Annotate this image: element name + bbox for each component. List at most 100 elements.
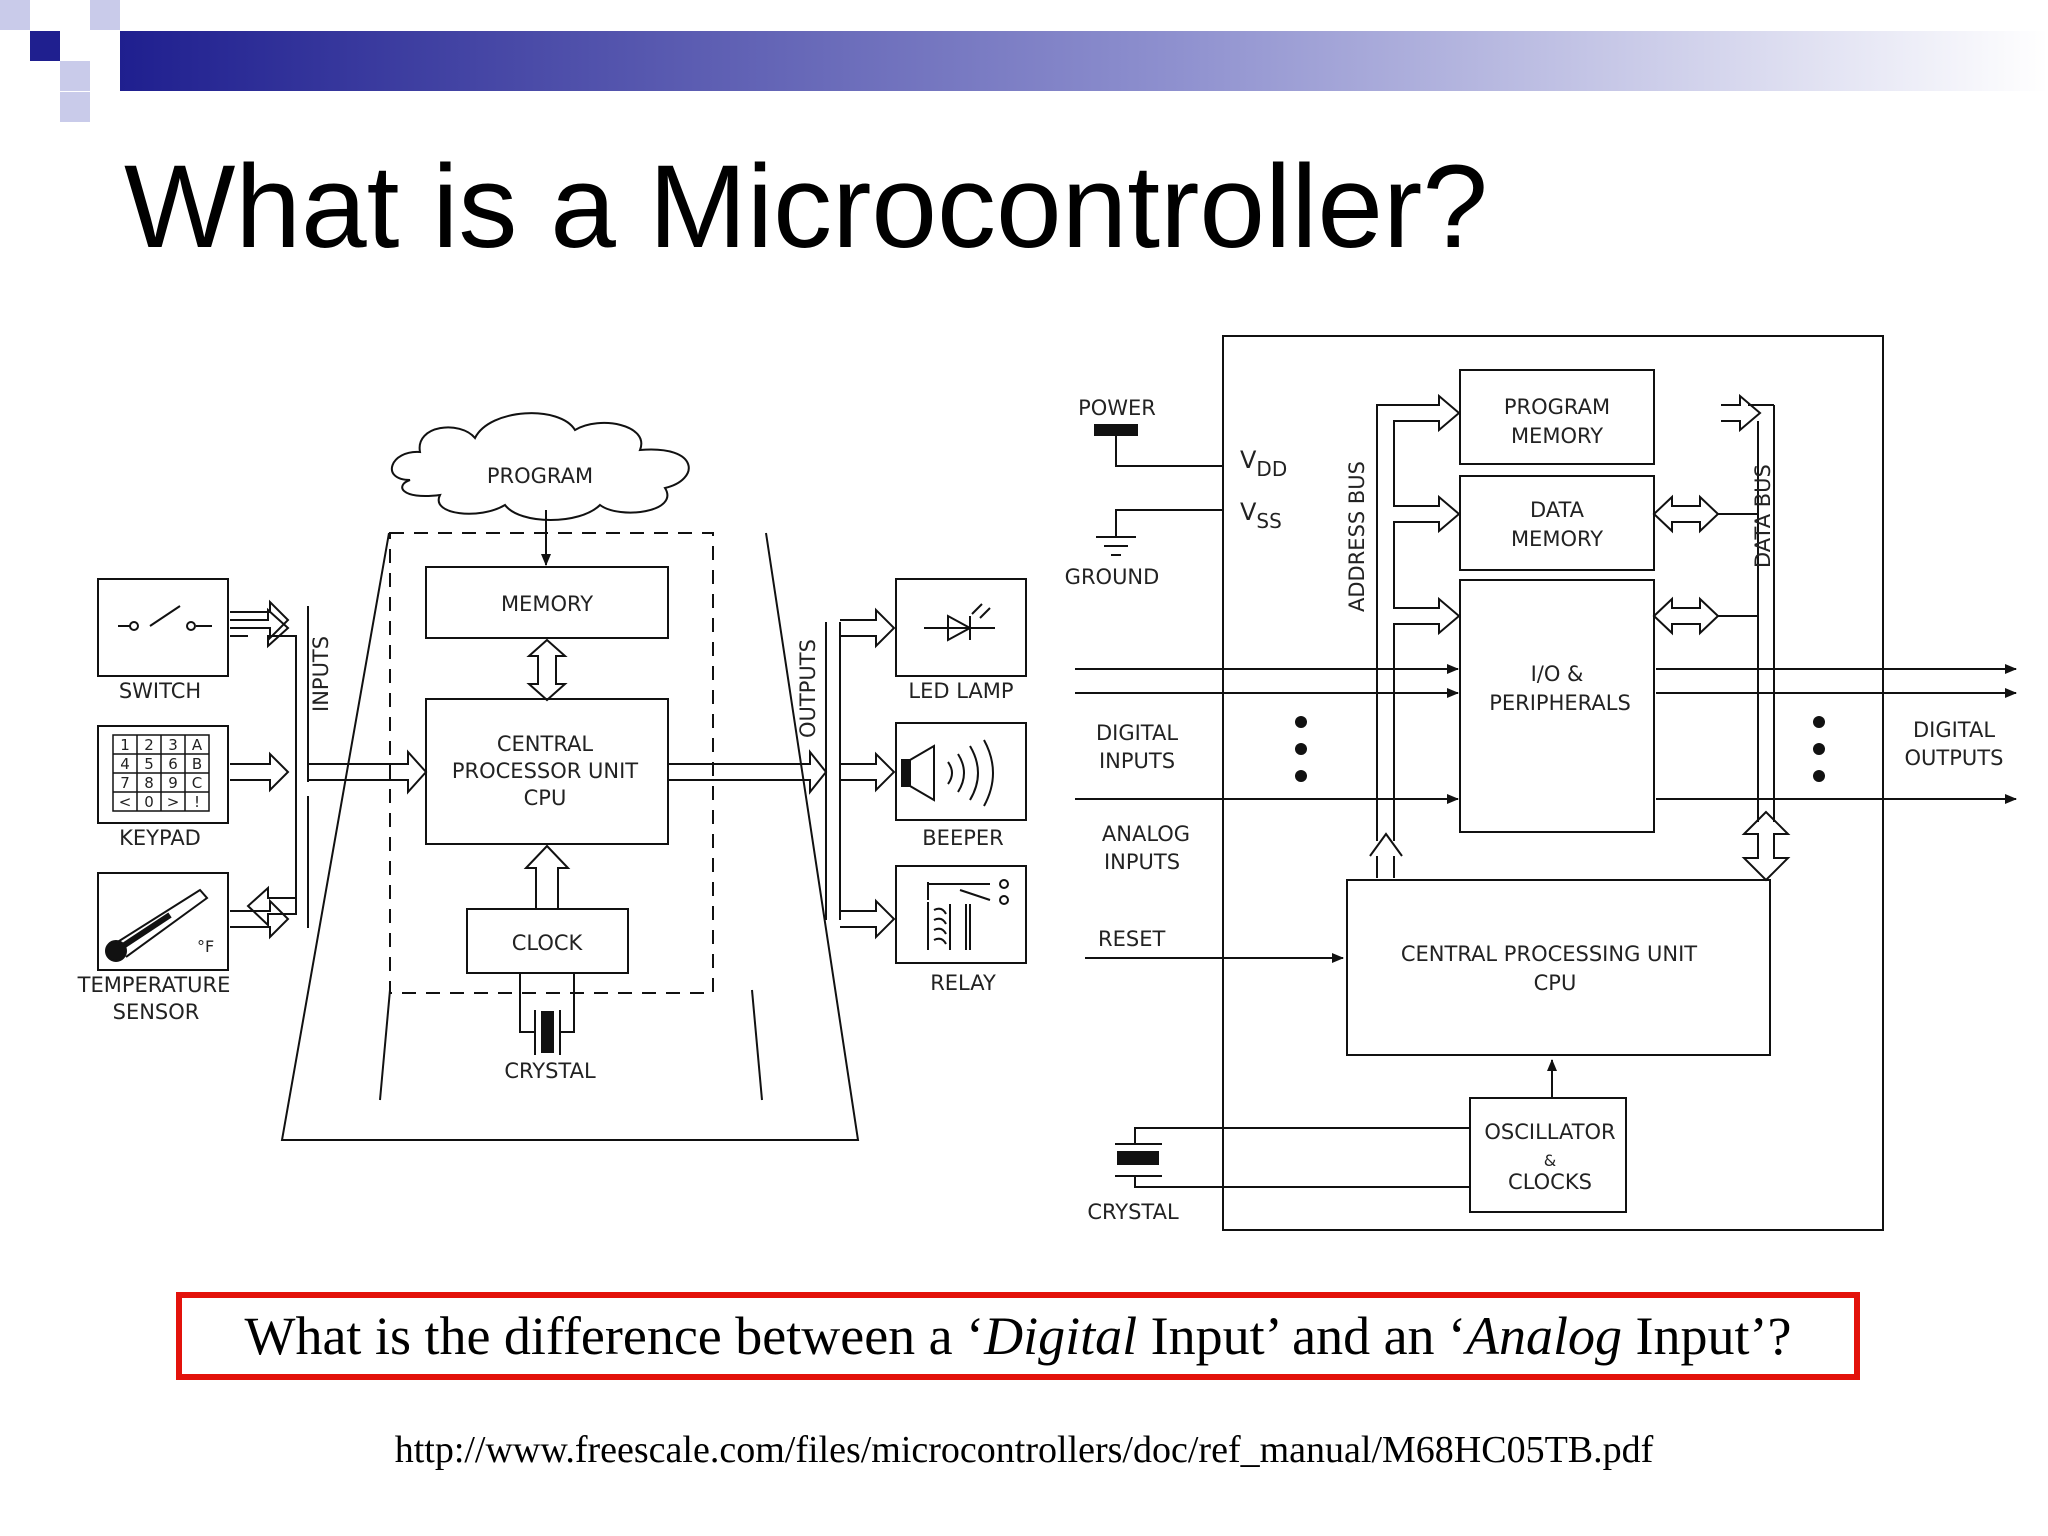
power-label: POWER — [1078, 396, 1156, 420]
key: 8 — [144, 774, 154, 792]
oscillator-box — [1469, 1097, 1627, 1213]
input-arrow — [230, 751, 290, 793]
ground-symbol — [1096, 536, 1136, 556]
oscillator-label-1: OSCILLATOR — [1484, 1120, 1615, 1144]
io-label-2: PERIPHERALS — [1489, 691, 1631, 715]
oscillator-label-3: CLOCKS — [1508, 1170, 1592, 1194]
inputs-label: INPUTS — [309, 636, 333, 712]
crystal-right-body — [1117, 1151, 1159, 1165]
data-bus — [1721, 393, 1775, 822]
program-cloud — [390, 412, 690, 521]
deco-square — [60, 92, 90, 122]
temperature-label-line2: SENSOR — [113, 1000, 200, 1024]
deco-square — [30, 31, 60, 61]
analog-inputs-label-2: INPUTS — [1104, 850, 1180, 874]
right-block-diagram — [1075, 335, 2017, 1231]
question-box: What is the difference between a ‘Digita… — [176, 1292, 1860, 1380]
input-arrow — [230, 898, 290, 940]
relay-coil — [933, 907, 947, 945]
cpu-label-line3: CPU — [524, 786, 567, 810]
data-memory-bus-arrow — [1652, 494, 1758, 534]
data-memory-label-1: DATA — [1530, 498, 1585, 522]
memory-cpu-arrow — [526, 638, 568, 702]
digital-inputs-label-2: INPUTS — [1099, 749, 1175, 773]
deco-square — [60, 0, 90, 30]
beeper-box — [895, 722, 1027, 821]
cpu-right-label-2: CPU — [1534, 971, 1577, 995]
address-bus — [1376, 393, 1461, 841]
key: 9 — [168, 774, 178, 792]
key: 2 — [144, 736, 154, 754]
question-text: What is the difference between a ‘Digita… — [244, 1306, 1792, 1366]
vss-subscript: SS — [1256, 509, 1281, 533]
temperature-box — [97, 872, 229, 971]
chip-base — [379, 989, 391, 1101]
outputs-label: OUTPUTS — [796, 639, 820, 738]
digital-inputs-label-1: DIGITAL — [1096, 721, 1178, 745]
crystal-label: CRYSTAL — [504, 1059, 596, 1083]
output-arrow — [840, 898, 896, 940]
crystal-wires — [519, 973, 575, 1033]
key: 4 — [120, 755, 130, 773]
left-block-diagram — [97, 412, 1027, 1141]
crystal-body — [541, 1011, 554, 1053]
ground-label: GROUND — [1065, 565, 1160, 589]
io-box — [1459, 579, 1655, 833]
cpu-right-label-1: CENTRAL PROCESSING UNIT — [1401, 942, 1697, 966]
data-bus-label: DATA BUS — [1751, 464, 1775, 568]
deco-square — [0, 0, 30, 30]
key: 7 — [120, 774, 130, 792]
keypad-keys: 1 2 3 A 4 5 6 B 7 8 9 C < 0 > ! — [119, 736, 203, 811]
reset-label: RESET — [1098, 927, 1165, 951]
crystal-right-label: CRYSTAL — [1087, 1200, 1179, 1224]
vdd-label: VDD — [1240, 446, 1287, 481]
program-memory-box — [1459, 369, 1655, 465]
digital-outputs-label-1: DIGITAL — [1913, 718, 1995, 742]
key: ! — [194, 793, 200, 811]
data-memory-box — [1459, 475, 1655, 571]
crystal-right-wires — [1115, 1127, 1470, 1188]
switch-label: SWITCH — [119, 679, 201, 703]
key: 6 — [168, 755, 178, 773]
key: A — [192, 736, 203, 754]
switch-icon — [118, 605, 212, 627]
cpu-label-line2: PROCESSOR UNIT — [452, 759, 638, 783]
source-url: http://www.freescale.com/files/microcont… — [394, 1429, 1654, 1471]
keypad-grid — [112, 734, 210, 812]
input-bus — [230, 607, 297, 928]
key: C — [192, 774, 202, 792]
relay-icon — [927, 882, 991, 950]
output-bus-inner — [825, 622, 841, 920]
slide-title: What is a Microcontroller? — [124, 141, 1488, 273]
vdd-subscript: DD — [1256, 457, 1287, 481]
cpu-box-right — [1346, 879, 1771, 1056]
speaker-body — [901, 759, 911, 787]
relay-contact — [999, 879, 1009, 889]
mcu-outline — [1222, 335, 1884, 1231]
switch-box — [97, 578, 229, 677]
digital-word: Digital — [984, 1306, 1138, 1366]
address-bus-label: ADDRESS BUS — [1345, 461, 1369, 612]
key: 5 — [144, 755, 154, 773]
key: > — [167, 793, 180, 811]
key: 0 — [144, 793, 154, 811]
switch-contact — [186, 621, 196, 631]
header-decoration — [0, 0, 2048, 122]
data-memory-label-2: MEMORY — [1511, 527, 1603, 551]
analog-inputs-label-1: ANALOG — [1102, 822, 1190, 846]
header-band — [120, 31, 2048, 91]
relay-contact — [999, 895, 1009, 905]
keypad-label: KEYPAD — [119, 826, 201, 850]
input-to-cpu-arrow — [308, 749, 428, 795]
program-label: PROGRAM — [487, 464, 593, 488]
memory-box — [425, 566, 669, 639]
data-bus-cpu-arrow — [1741, 810, 1791, 882]
input-arrow — [230, 599, 290, 641]
chip-base — [751, 989, 763, 1101]
clock-box — [466, 908, 629, 974]
address-bus-tip — [1369, 832, 1403, 878]
led-icon — [924, 603, 995, 642]
beeper-label: BEEPER — [922, 826, 1003, 850]
output-arrow — [840, 751, 896, 793]
